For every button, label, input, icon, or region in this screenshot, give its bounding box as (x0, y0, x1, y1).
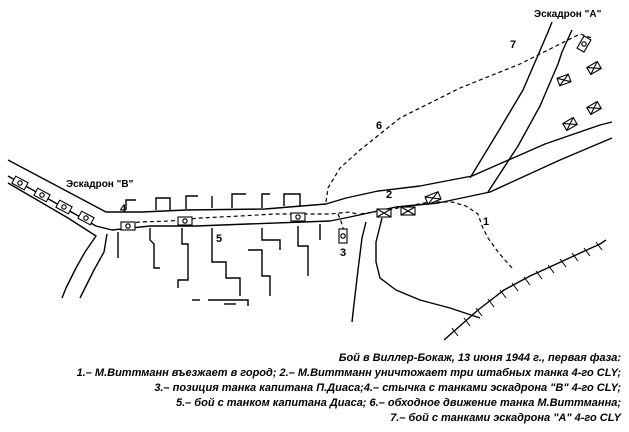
point-label-5: 5 (216, 233, 222, 245)
point-label-4: 4 (120, 203, 127, 215)
map-caption: Бой в Виллер-Бокаж, 13 июня 1944 г., пер… (9, 351, 621, 426)
west-branch-east-edge (79, 233, 108, 299)
route-detour-6 (325, 33, 593, 203)
block-north-6 (261, 193, 270, 208)
tank-hq-2 (400, 206, 416, 216)
point-label-1: 1 (483, 216, 489, 228)
route-through-town (121, 211, 361, 225)
tank-wittmann-at-4 (120, 221, 136, 231)
caption-line-2: 3.– позиция танка капитана П.Диаса;4.– с… (154, 382, 621, 394)
point-label-2: 2 (386, 189, 392, 201)
road-network (7, 21, 613, 323)
railway-line (443, 239, 607, 341)
squadron-a-label: Эскадрон "А" (534, 9, 602, 20)
tank-squadron-b-3 (55, 199, 73, 215)
point-label-7: 7 (510, 39, 516, 51)
west-branch-west-edge (7, 182, 97, 299)
block-north-5 (231, 193, 246, 208)
main-road-north-edge (7, 121, 613, 213)
railway-ties (451, 241, 603, 337)
block-north-1 (125, 199, 136, 210)
tank-squadron-a-1 (576, 35, 592, 53)
block-south-7 (261, 228, 281, 250)
caption-title: Бой в Виллер-Бокаж, 13 июня 1944 г., пер… (338, 352, 621, 364)
tank-town-2 (290, 212, 306, 222)
block-south-2 (149, 228, 160, 269)
tank-squadron-b-4 (77, 210, 95, 226)
ne-branch-east-edge (487, 29, 573, 193)
caption-line-1: 1.– М.Виттманн въезжает в город; 2.– М.В… (76, 367, 621, 379)
main-road-south-edge (7, 137, 613, 231)
block-north-7 (283, 193, 301, 206)
block-south-6 (248, 249, 271, 296)
squadron-b-label: Эскадрон "В" (66, 179, 134, 190)
tank-hq-3 (424, 190, 442, 206)
tank-hq-1 (376, 208, 392, 218)
block-south-5 (208, 299, 249, 306)
tank-squadron-a-3 (556, 73, 572, 87)
tank-squadron-a-2 (586, 60, 602, 76)
south-road-west-edge (351, 221, 367, 323)
town-blocks (117, 193, 321, 306)
wittmann-route (121, 33, 593, 269)
south-road-east-edge (375, 217, 481, 319)
caption-line-4: 7.– бой с танками эскадрона "А" 4-го CLY (390, 412, 621, 424)
tank-squadron-a-5 (586, 100, 602, 116)
tank-squadron-a-4 (562, 116, 578, 132)
tank-squadron-b-1 (11, 175, 29, 191)
block-south-3 (177, 228, 189, 288)
point-label-3: 3 (340, 247, 346, 259)
tank-town-1 (177, 216, 193, 226)
tank-dias-position-3 (338, 228, 348, 244)
railway (443, 239, 607, 341)
tank-squadron-b-2 (33, 187, 51, 203)
block-north-3 (185, 195, 198, 209)
block-south-4 (211, 228, 241, 296)
caption-line-3: 5.– бой с танком капитана Диаса; 6.– обх… (175, 397, 621, 409)
block-north-2 (155, 197, 171, 210)
tanks (11, 35, 602, 244)
block-south-8 (297, 226, 309, 276)
point-label-6: 6 (376, 120, 382, 132)
ne-branch-west-edge (469, 21, 553, 179)
route-entry-1 (359, 201, 513, 269)
